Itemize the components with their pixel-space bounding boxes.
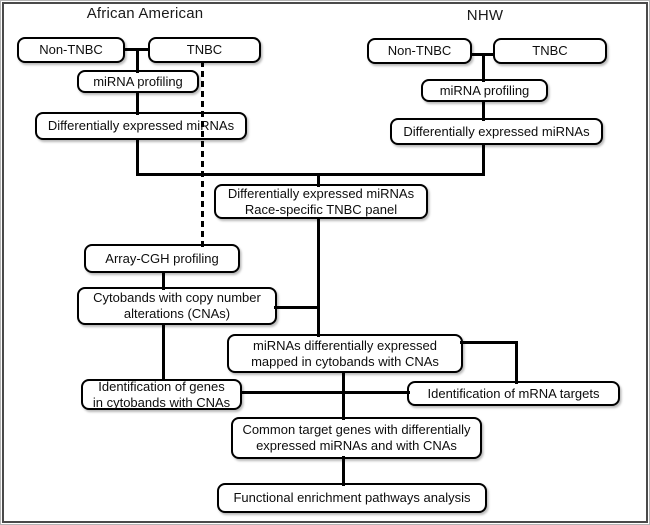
connector-cytobands-to-idgenes: [162, 323, 165, 381]
node-label: Functional enrichment pathways analysis: [233, 490, 471, 506]
connector-aa-profiling-to-dem: [136, 91, 139, 115]
node-label-line2: expressed miRNAs and with CNAs: [256, 438, 457, 453]
connector-mirnas-to-mrna-horizontal: [460, 341, 518, 344]
node-array-cgh-profiling: Array-CGH profiling: [84, 244, 240, 273]
node-label: Array-CGH profiling: [105, 250, 219, 266]
node-label-line2: mapped in cytobands with CNAs: [251, 353, 439, 369]
connector-nhw-to-profiling: [482, 54, 485, 82]
node-label-line1: Differentially expressed miRNAs: [227, 185, 415, 201]
node-label: miRNA profiling: [93, 73, 183, 89]
connector-aa-dem-to-merge: [136, 138, 139, 176]
node-common-target-genes: Common target genes with differentially …: [231, 417, 482, 459]
connector-idgenes-to-mrnatargets: [240, 391, 410, 394]
node-label-line2: Race-specific TNBC panel: [244, 201, 398, 217]
node-label-line1: Identification of genes: [98, 378, 225, 394]
node-cytobands-with-cnas: Cytobands with copy number alterations (…: [77, 287, 277, 325]
node-identification-of-genes: Identification of genes in cytobands wit…: [81, 379, 242, 410]
connector-cytobands-to-trunk: [274, 306, 320, 309]
connector-merge-to-race-panel: [317, 175, 320, 187]
node-label: Identification of mRNA targets: [427, 385, 600, 401]
node-label-line1: Common target genes with differentially: [242, 422, 471, 438]
node-functional-enrichment-analysis: Functional enrichment pathways analysis: [217, 483, 487, 513]
node-label-line1: miRNAs differentially expressed: [253, 337, 437, 353]
node-label: Differentially expressed miRNAs: [47, 118, 235, 134]
node-identification-of-mrna-targets: Identification of mRNA targets: [407, 381, 620, 406]
connector-race-panel-to-mirnas-mapped: [317, 217, 320, 337]
node-label: miRNA profiling: [439, 82, 530, 98]
connector-arraycgh-to-cytobands: [162, 271, 165, 290]
node-nhw-tnbc: TNBC: [493, 38, 607, 64]
connector-common-to-functional: [342, 456, 345, 486]
node-label-line2: alterations (CNAs): [123, 306, 231, 321]
node-label-line2: in cytobands with CNAs: [92, 394, 231, 410]
node-aa-tnbc: TNBC: [148, 37, 261, 63]
node-label: TNBC: [186, 42, 223, 58]
node-label: Non-TNBC: [387, 43, 452, 59]
node-label: TNBC: [532, 43, 568, 59]
node-label: Non-TNBC: [39, 42, 103, 58]
connector-aa-to-profiling: [136, 49, 139, 73]
node-aa-differentially-expressed-mirnas: Differentially expressed miRNAs: [35, 112, 247, 140]
node-label-line1: Cytobands with copy number: [93, 290, 261, 306]
node-nhw-non-tnbc: Non-TNBC: [367, 38, 472, 64]
connector-mirnas-to-mrna-vertical: [515, 341, 518, 384]
connector-mirnas-to-common: [342, 371, 345, 420]
node-race-specific-tnbc-panel: Differentially expressed miRNAs Race-spe…: [214, 184, 428, 219]
cohort-title-african-american: African American: [86, 5, 204, 22]
node-label: Differentially expressed miRNAs: [403, 123, 590, 139]
cohort-title-nhw: NHW: [466, 7, 504, 24]
connector-nhw-dem-to-merge: [482, 143, 485, 176]
connector-nhw-profiling-to-dem: [482, 100, 485, 121]
node-nhw-mirna-profiling: miRNA profiling: [421, 79, 548, 102]
node-aa-non-tnbc: Non-TNBC: [17, 37, 125, 63]
node-mirnas-mapped-in-cytobands: miRNAs differentially expressed mapped i…: [227, 334, 463, 373]
dashed-connector-tnbc-to-arraycgh: [201, 61, 204, 247]
connector-merge-horizontal: [136, 173, 485, 176]
node-nhw-differentially-expressed-mirnas: Differentially expressed miRNAs: [390, 118, 603, 145]
node-aa-mirna-profiling: miRNA profiling: [77, 70, 199, 93]
